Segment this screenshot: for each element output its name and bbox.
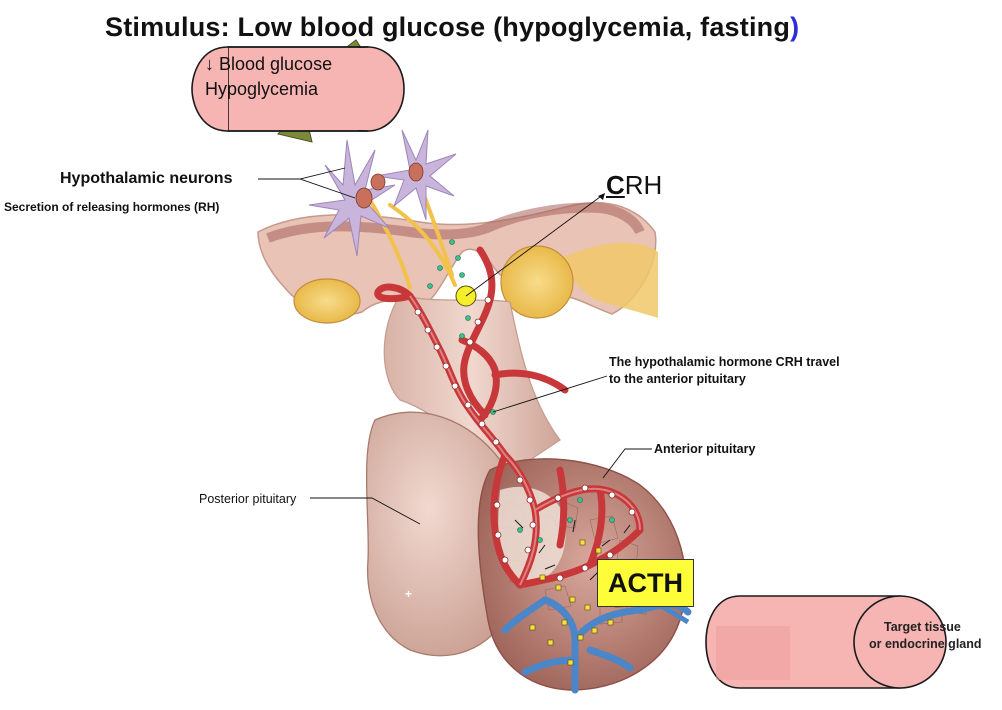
label-travel-line1: The hypothalamic hormone CRH travel	[609, 355, 840, 369]
acth-label-box: ACTH	[597, 559, 694, 607]
label-rh-secretion: Secretion of releasing hormones (RH)	[4, 200, 220, 214]
title-main: Stimulus: Low blood glucose (hypoglycemi…	[105, 12, 791, 42]
leader-lines	[258, 167, 652, 525]
stimulus-line-hypoglycemia: Hypoglycemia	[205, 79, 319, 99]
plus-mark: +	[405, 587, 412, 601]
left-tract-body	[293, 278, 361, 324]
crh-dots	[427, 239, 615, 543]
label-target-line2: or endocrine gland	[869, 637, 982, 651]
portal-dots	[414, 296, 636, 582]
anterior-light-region	[498, 486, 566, 585]
label-posterior-pituitary: Posterior pituitary	[199, 492, 297, 506]
acth-label: ACTH	[608, 567, 683, 598]
right-tract-body	[500, 245, 574, 319]
label-crh-rest: RH	[624, 170, 663, 200]
crh-arrowhead	[598, 193, 605, 200]
label-travel-line2: to the anterior pituitary	[609, 372, 746, 386]
label-crh-first: C	[606, 170, 625, 200]
stimulus-line-blood-glucose: ↓ Blood glucose	[205, 54, 333, 74]
title-close-paren: )	[790, 12, 800, 42]
label-target-line1: Target tissue	[884, 620, 961, 634]
acth-pointer	[658, 602, 690, 625]
target-cylinder	[705, 595, 947, 689]
neuron-nuclei	[355, 162, 424, 209]
stimulus-cylinder	[191, 46, 405, 132]
page-title: Stimulus: Low blood glucose (hypoglycemi…	[105, 12, 799, 43]
label-hypothalamic-neurons: Hypothalamic neurons	[60, 170, 233, 187]
label-anterior-pituitary: Anterior pituitary	[654, 442, 756, 456]
label-crh: CRH	[606, 170, 662, 201]
